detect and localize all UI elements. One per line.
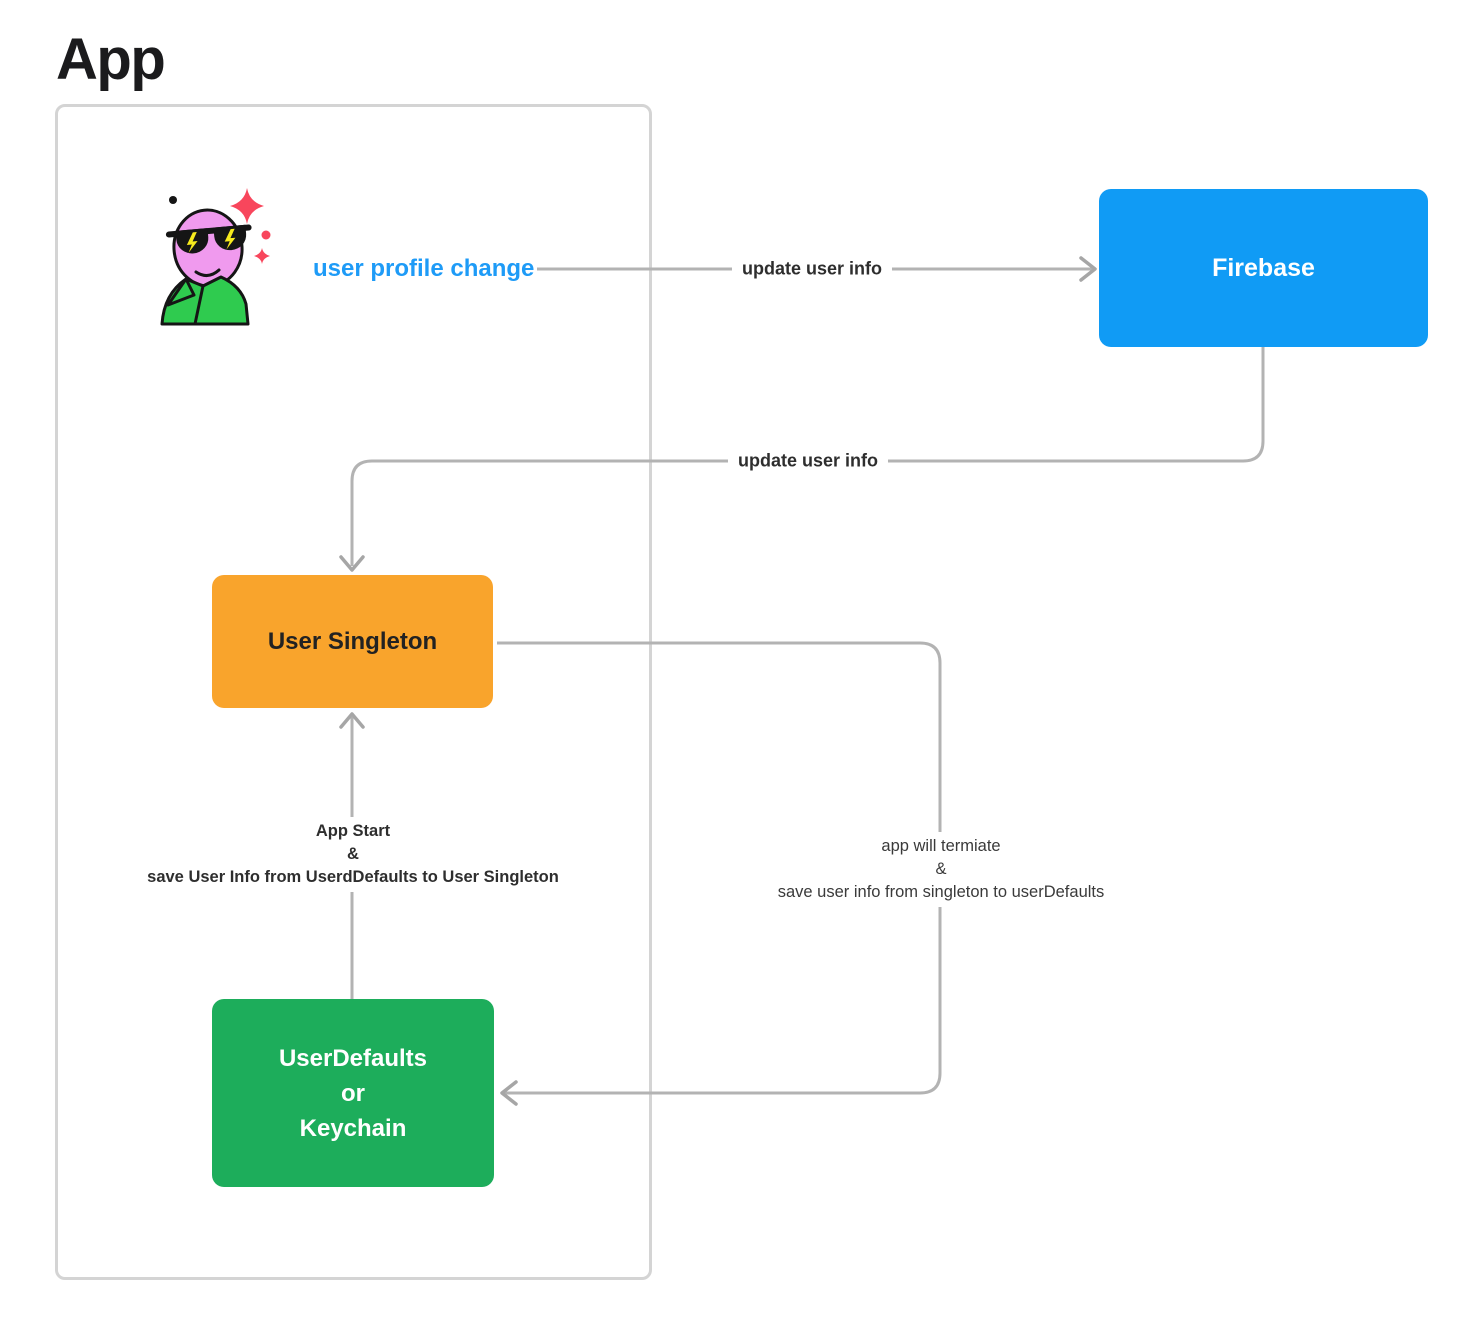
trigger-user-profile-change: user profile change <box>313 255 535 282</box>
edge-label-app-will-terminate-line2: & <box>935 860 947 878</box>
node-userdefaults-keychain[interactable]: UserDefaults or Keychain <box>212 999 494 1187</box>
arrowhead-up-icon <box>339 712 365 729</box>
node-firebase-label: Firebase <box>1212 253 1315 282</box>
edge-label-update-user-info-return: update user info <box>727 448 889 474</box>
node-userdefaults-line3: Keychain <box>299 1114 407 1142</box>
edge-label-app-will-terminate-line3: save user info from singleton to userDef… <box>777 883 1105 901</box>
edge-label-app-start-line2: & <box>347 845 359 863</box>
edge-label-app-start-line1: App Start <box>315 822 391 840</box>
node-userdefaults-line2: or <box>341 1079 365 1107</box>
edge-label-update-user-info-top: update user info <box>731 256 893 282</box>
page-title: App <box>56 27 166 92</box>
edge-label-app-start: App Start & save User Info from UserdDef… <box>139 817 567 892</box>
edge-label-app-will-terminate: app will termiate & save user info from … <box>769 832 1113 907</box>
arrowhead-down-icon <box>339 555 365 572</box>
app-boundary-frame <box>55 104 652 1280</box>
arrowhead-right-icon <box>1079 256 1097 282</box>
arrowhead-left-icon <box>500 1080 518 1106</box>
node-user-singleton[interactable]: User Singleton <box>212 575 493 708</box>
node-firebase[interactable]: Firebase <box>1099 189 1428 347</box>
user-avatar-icon <box>160 188 271 326</box>
node-user-singleton-label: User Singleton <box>267 627 438 655</box>
node-userdefaults-line1: UserDefaults <box>278 1044 428 1072</box>
edge-label-app-start-line3: save User Info from UserdDefaults to Use… <box>147 868 559 886</box>
edge-label-app-will-terminate-line1: app will termiate <box>881 837 1001 855</box>
